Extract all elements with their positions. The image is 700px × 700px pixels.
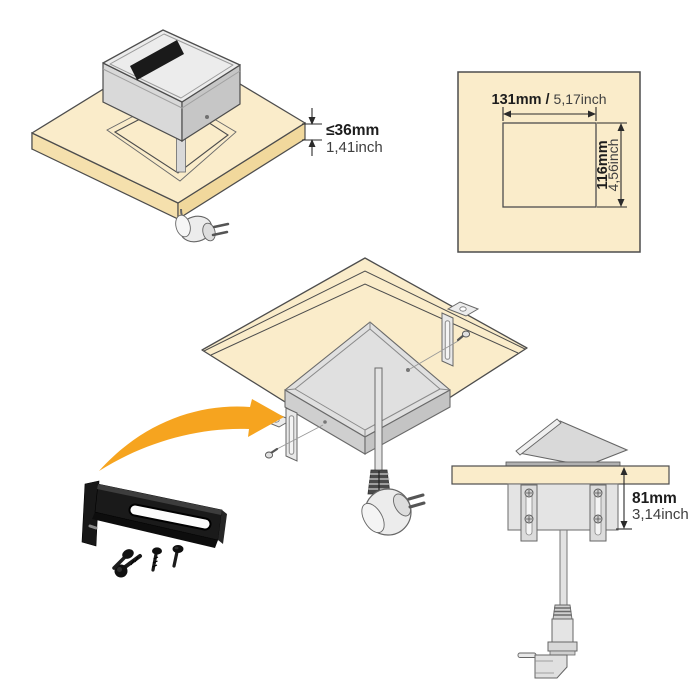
plug-elbow <box>534 654 568 679</box>
connection-box-underside <box>284 321 451 455</box>
fixing-bracket-right <box>441 301 480 367</box>
power-plug-icon <box>175 208 230 243</box>
box-top-face <box>102 29 241 103</box>
cutout-template-view: 131mm /5,17inch 116mm 4,56inch <box>450 60 650 260</box>
bracket-arm-slot <box>130 505 210 529</box>
plug-pin <box>517 652 537 658</box>
width-dimension-label: 131mm /5,17inch <box>492 91 607 108</box>
worktop-cross-section <box>451 465 670 485</box>
plug-pins <box>211 222 230 237</box>
side-depth-view: 81mm 3,14inch <box>448 415 700 700</box>
fixing-screw-right <box>409 330 471 370</box>
bracket-screw <box>114 554 142 578</box>
depth-dimension: 81mm 3,14inch <box>616 467 689 530</box>
fixing-bracket-left <box>260 407 298 462</box>
bracket-slot <box>525 490 533 536</box>
box-top-flange <box>505 461 621 467</box>
leader-line <box>276 424 324 450</box>
power-cord <box>374 367 383 472</box>
screw-hole-dot <box>205 115 209 119</box>
screw-hole-dot <box>406 368 410 372</box>
orange-curved-arrow-icon <box>99 399 284 471</box>
fixing-screw-left <box>264 424 324 459</box>
height-mm-label: 116mm <box>595 140 611 189</box>
connection-box <box>102 29 241 143</box>
bracket-screw <box>112 549 134 570</box>
bracket-screw <box>151 547 162 572</box>
thickness-inch-label: 1,41inch <box>326 139 383 156</box>
power-cord-and-plug <box>361 367 426 536</box>
bracket-hole <box>459 306 467 312</box>
cable-slot <box>130 40 184 80</box>
thickness-dimension: ≤36mm 1,41inch <box>302 108 383 156</box>
template-cutout <box>502 122 597 208</box>
depth-inch-label: 3,14inch <box>632 506 689 523</box>
plug-pins <box>407 493 426 509</box>
template-panel <box>457 71 641 253</box>
bracket-flange <box>81 480 100 547</box>
bracket-screws <box>112 545 184 578</box>
plug-body <box>551 618 574 643</box>
height-dimension: 116mm 4,56inch <box>595 122 627 208</box>
leader-line <box>409 340 459 370</box>
bracket-screw <box>172 545 184 568</box>
mounting-bracket <box>81 480 227 548</box>
box-support-post <box>176 137 186 173</box>
screw-hole-dot <box>323 420 327 424</box>
bracket-and-screws-photo <box>65 462 245 602</box>
height-inch-label: 4,56inch <box>605 139 621 192</box>
power-cord <box>559 529 568 606</box>
thickness-mm-label: ≤36mm <box>326 122 379 139</box>
open-lid <box>515 418 629 467</box>
underside-mounting-view <box>85 250 545 580</box>
width-dimension: 131mm /5,17inch <box>492 91 607 121</box>
flange-hole <box>88 524 98 530</box>
fixing-bracket-left <box>520 484 538 542</box>
depth-mm-label: 81mm <box>632 490 677 507</box>
installed-top-iso-view: ≤36mm 1,41inch <box>0 0 420 270</box>
bracket-slot <box>594 490 602 536</box>
fixing-bracket-right <box>589 484 607 542</box>
box-rim <box>109 33 234 99</box>
power-cord-and-plug <box>517 529 578 679</box>
